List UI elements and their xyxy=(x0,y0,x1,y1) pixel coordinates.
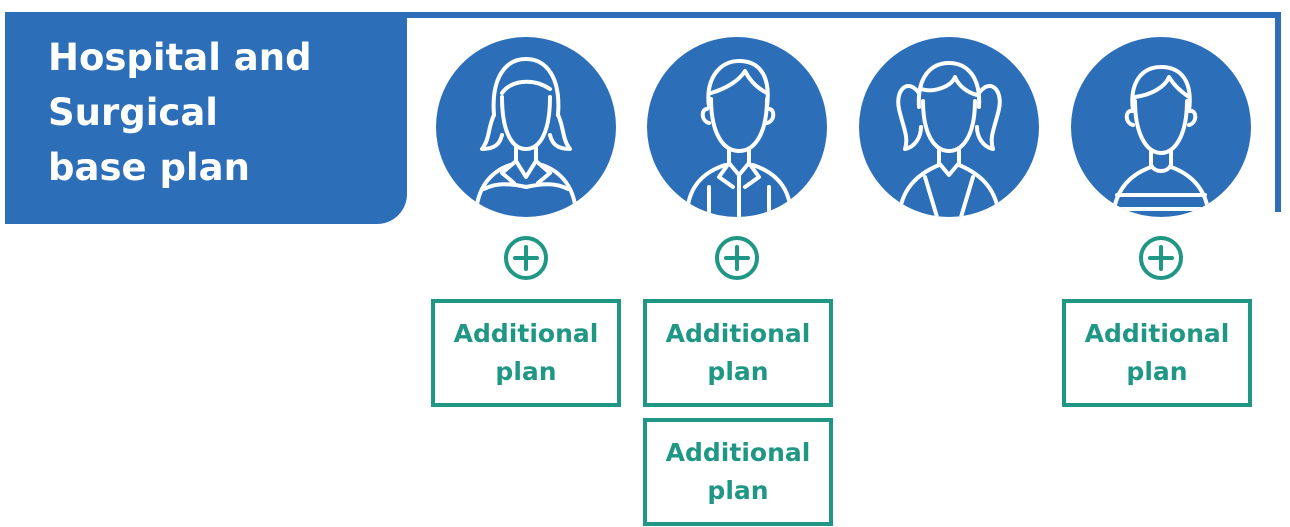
plus-circle-icon xyxy=(503,235,549,281)
additional-plan-line: Additional xyxy=(665,319,811,348)
additional-plan-line: plan xyxy=(707,357,769,386)
base-plan-tab xyxy=(5,12,407,224)
plus-circle-icon xyxy=(1138,235,1184,281)
additional-plan-box: Additional plan xyxy=(643,299,833,407)
additional-plan-line: plan xyxy=(495,357,557,386)
additional-plan-box: Additional plan xyxy=(431,299,621,407)
additional-plan-box: Additional plan xyxy=(643,418,833,526)
base-plan-title: Hospital and Surgical base plan xyxy=(48,30,312,195)
base-plan-title-line: Surgical xyxy=(48,91,218,134)
family-frame xyxy=(407,12,1281,212)
additional-plan-line: Additional xyxy=(665,438,811,467)
additional-plan-line: plan xyxy=(707,476,769,505)
base-plan-title-line: base plan xyxy=(48,146,250,189)
boy-avatar-icon xyxy=(1071,37,1251,217)
additional-plan-line: Additional xyxy=(453,319,599,348)
woman-avatar-icon xyxy=(436,37,616,217)
additional-plan-box: Additional plan xyxy=(1062,299,1252,407)
additional-plan-line: plan xyxy=(1126,357,1188,386)
man-avatar-icon xyxy=(647,37,827,217)
base-plan-title-line: Hospital and xyxy=(48,36,312,79)
plus-circle-icon xyxy=(714,235,760,281)
girl-avatar-icon xyxy=(859,37,1039,217)
additional-plan-line: Additional xyxy=(1084,319,1230,348)
